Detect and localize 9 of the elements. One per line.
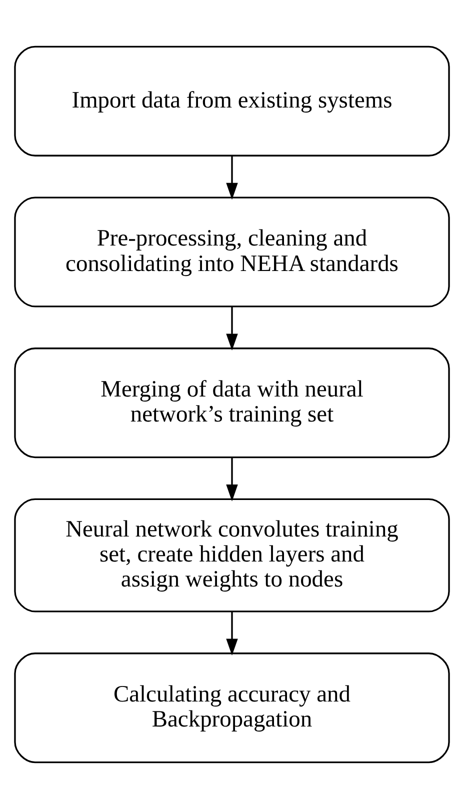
arrow [226,156,238,200]
arrow [226,306,238,351]
node-box: Import data from existing systems [14,46,450,156]
node-box: Neural network convolutes training set, create hidden layers and assign weights to nodes [14,498,450,612]
arrow [226,458,238,502]
node-box: Merging of data with neural network’s training set [14,348,450,458]
arrow [226,612,238,656]
node-box: Calculating accuracy and Backpropagation [14,652,450,764]
node-box: Pre-processing, cleaning and consolidating into NEHA standards [14,196,450,308]
